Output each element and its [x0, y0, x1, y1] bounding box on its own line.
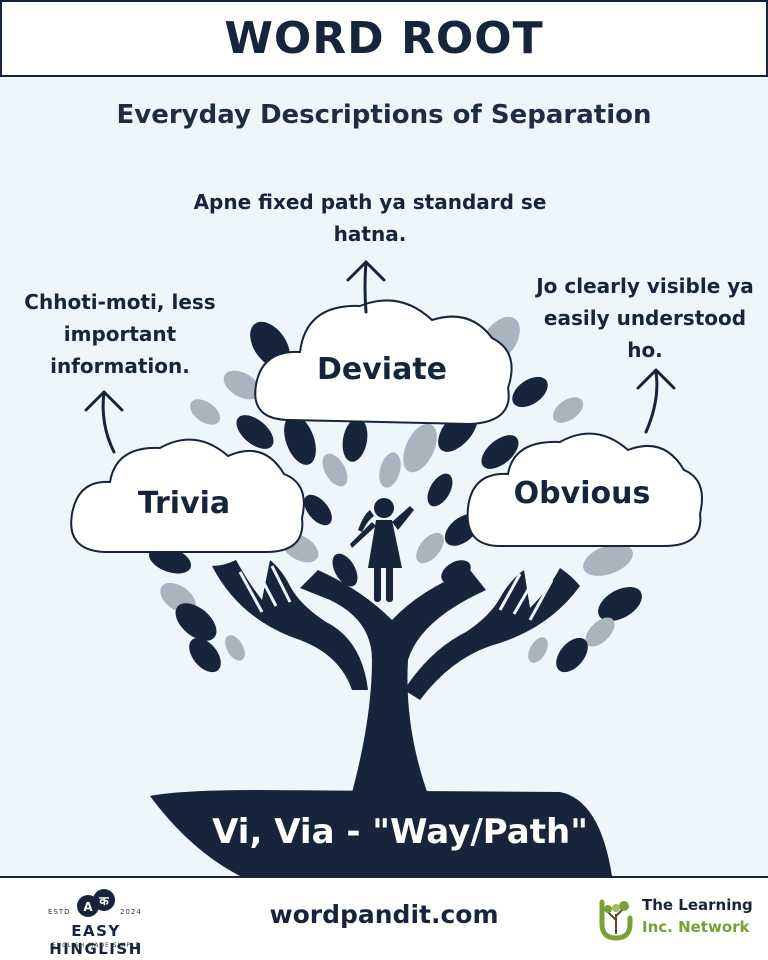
cloud-trivia: [70, 438, 305, 553]
page-title: WORD ROOT: [224, 13, 544, 64]
speech-bubble-icon: A क: [77, 889, 115, 917]
right-hand-icon: [404, 568, 580, 700]
learning-inc-logo: The Learning Inc. Network: [596, 894, 766, 950]
cloud-deviate: [254, 299, 513, 426]
child-figure-icon: [350, 498, 414, 602]
root-label: Vi, Via - "Way/Path": [212, 812, 588, 852]
meaning-obvious: Jo clearly visible ya easily understood …: [536, 274, 754, 362]
footer-bar: A क ESTD 2024 EASY HINGLISH ENGLISH MADE…: [0, 876, 768, 960]
badge-k: क: [98, 894, 109, 908]
logo-name: EASY HINGLISH: [49, 922, 143, 958]
meaning-trivia: Chhoti-moti, less important information.: [24, 290, 216, 378]
logo-line1: The Learning: [642, 896, 753, 914]
up-arrow-icon: [84, 390, 124, 454]
logo-year: 2024: [120, 908, 142, 916]
tree-logo-icon: [599, 899, 633, 941]
logo-tagline: ENGLISH MADE SIMPLE: [51, 942, 141, 949]
ground-mound: [150, 790, 612, 876]
left-hand-icon: [212, 560, 368, 690]
header-bar: WORD ROOT: [0, 0, 768, 77]
word-trivia: Trivia: [137, 486, 231, 521]
logo-line2: Inc. Network: [642, 918, 750, 936]
meaning-deviate: Apne fixed path ya standard se hatna.: [193, 190, 547, 246]
logo-estd: ESTD: [48, 908, 71, 916]
word-deviate: Deviate: [316, 352, 448, 387]
tree-illustration: [70, 260, 703, 876]
up-arrow-icon: [636, 368, 676, 434]
easy-hinglish-logo: A क ESTD 2024 EASY HINGLISH ENGLISH MADE…: [26, 888, 166, 958]
tree-trunk-icon: [300, 570, 486, 800]
up-arrow-icon: [346, 260, 386, 314]
subtitle: Everyday Descriptions of Separation: [116, 100, 652, 130]
badge-a: A: [83, 900, 93, 914]
website-link[interactable]: wordpandit.com: [269, 900, 499, 929]
cloud-obvious: [466, 432, 703, 547]
word-obvious: Obvious: [513, 476, 651, 511]
